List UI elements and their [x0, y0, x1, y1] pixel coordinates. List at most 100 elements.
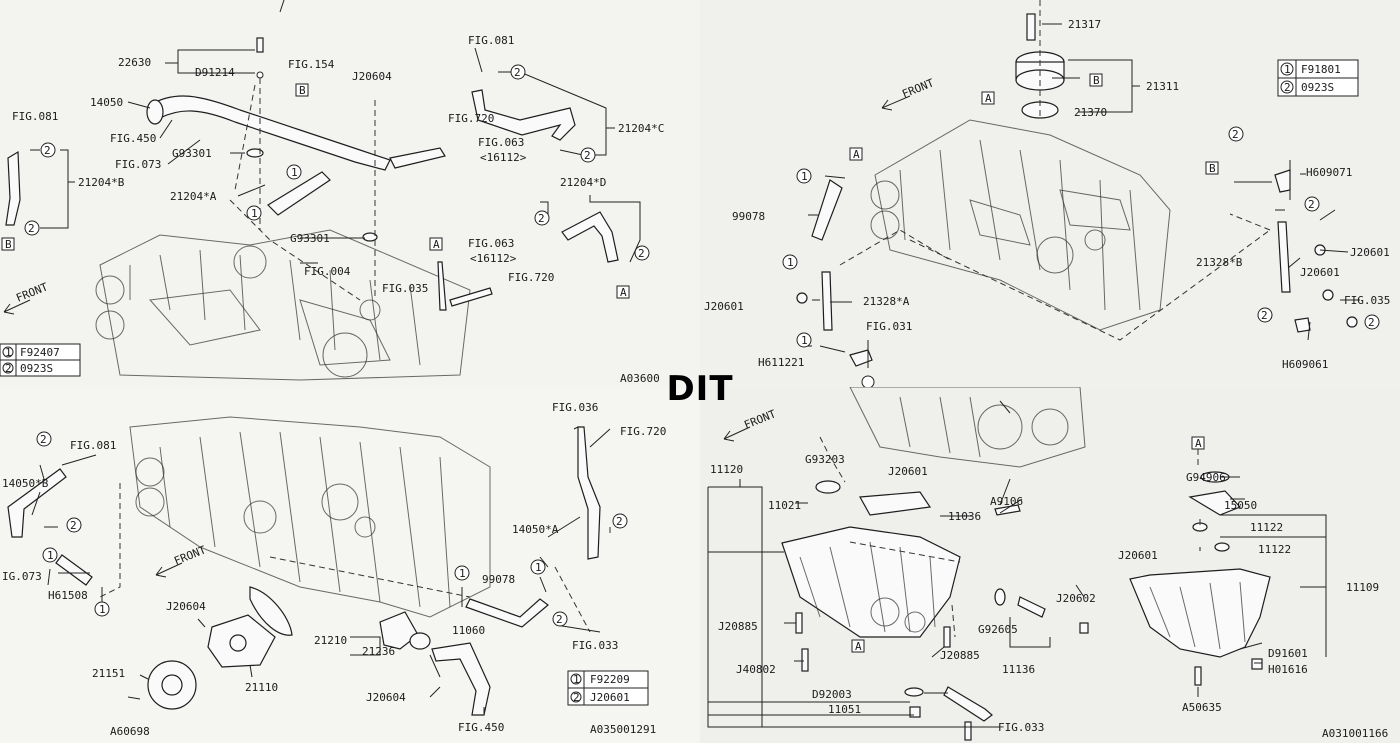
label-j20604: J20604 — [352, 70, 392, 83]
ref-label-b2: B — [5, 238, 12, 251]
label-j20601a: J20601 — [704, 300, 744, 313]
label-d91214: D91214 — [195, 66, 235, 79]
label-11120: 11120 — [710, 463, 743, 476]
label-fig081b: FIG.081 — [12, 110, 58, 123]
label-21370: 21370 — [1074, 106, 1107, 119]
legend-top-right: 1 F91801 2 0923S — [1277, 59, 1359, 97]
ref-label-a: A — [433, 238, 440, 251]
svg-text:2: 2 — [1261, 309, 1268, 322]
legend-code-2: 0923S — [1301, 81, 1334, 94]
label-h61508: H61508 — [48, 589, 88, 602]
label-11060: 11060 — [452, 624, 485, 637]
ref-label-b: B — [1093, 74, 1100, 87]
legend-num-2: 2 — [1284, 81, 1291, 94]
label-11021: 11021 — [768, 499, 801, 512]
leader-lines-top-right — [802, 0, 1360, 368]
label-fig073: FIG.073 — [115, 158, 161, 171]
label-fig450: FIG.450 — [110, 132, 156, 145]
label-j20604b: J20604 — [366, 691, 406, 704]
label-21210: 21210 — [314, 634, 347, 647]
label-fig081: FIG.081 — [70, 439, 116, 452]
ref-label-a: A — [985, 92, 992, 105]
label-22630: 22630 — [118, 56, 151, 69]
label-fig035: FIG.035 — [382, 282, 428, 295]
label-fig033: FIG.033 — [998, 721, 1044, 734]
panel-coolant-pipes-top-left: B A A B 2 2 2 2 1 1 2 2 22630 — [0, 0, 700, 387]
engine-block-sketch — [849, 387, 1086, 468]
engine-block-sketch — [129, 416, 491, 618]
label-a60698: A60698 — [110, 725, 150, 738]
label-fig720: FIG.720 — [620, 425, 666, 438]
label-11051: 11051 — [828, 703, 861, 716]
label-fig720a: FIG.720 — [448, 112, 494, 125]
svg-text:1: 1 — [801, 334, 808, 347]
coolant-pipe-sketches — [5, 37, 619, 311]
label-21204b: 21204*B — [78, 176, 125, 189]
label-21328a: 21328*A — [863, 295, 910, 308]
label-fig154: FIG.154 — [288, 58, 335, 71]
diagram-code-bottom-right: A031001166 — [1322, 727, 1388, 740]
label-h611221: H611221 — [758, 356, 804, 369]
label-g92605: G92605 — [978, 623, 1018, 636]
front-label-bottom-left: FRONT — [172, 543, 208, 568]
label-j20604a: J20604 — [166, 600, 206, 613]
label-j40802: J40802 — [736, 663, 776, 676]
label-fig063a: FIG.063 — [478, 136, 524, 149]
panel-cylinder-block-top-right: B A A B 1 1 1 2 2 2 2 21317 21311 21370 … — [700, 0, 1400, 387]
label-21204c: 21204*C — [618, 122, 664, 135]
label-21328b: 21328*B — [1196, 256, 1243, 269]
svg-text:2: 2 — [1232, 128, 1239, 141]
legend-code-1: F92209 — [590, 673, 630, 686]
engine-block-sketch — [95, 229, 471, 381]
svg-text:2: 2 — [556, 613, 563, 626]
ref-box-b2 — [1, 237, 15, 251]
ref-label-b2: B — [1209, 162, 1216, 175]
label-15050: 15050 — [1224, 499, 1257, 512]
legend-num-1: 1 — [5, 346, 12, 359]
label-14050a: 14050*A — [512, 523, 559, 536]
label-11122a: 11122 — [1250, 521, 1283, 534]
ref-box-a2 — [616, 285, 630, 299]
diagram-code-bottom-left: A035001291 — [590, 723, 656, 736]
label-14050b: 14050*B — [2, 477, 49, 490]
front-arrow-top-left: FRONT — [3, 280, 50, 315]
svg-text:2: 2 — [616, 515, 623, 528]
part-labels-top-right: 21317 21311 21370 99078 J20601 21328*A F… — [704, 18, 1390, 371]
legend-code-1: F92407 — [20, 346, 60, 359]
label-fig004: FIG.004 — [304, 265, 351, 278]
diagram-code-top-left: A03600 — [620, 372, 660, 385]
label-99078: 99078 — [482, 573, 515, 586]
label-21204d: 21204*D — [560, 176, 606, 189]
label-21317: 21317 — [1068, 18, 1101, 31]
svg-text:1: 1 — [291, 166, 298, 179]
svg-text:2: 2 — [538, 212, 545, 225]
label-14050: 14050 — [90, 96, 123, 109]
legend-bottom-left: 1 F92209 2 J20601 — [567, 670, 649, 706]
legend-num-2: 2 — [573, 691, 580, 704]
label-fig720b: FIG.720 — [508, 271, 554, 284]
label-fig031: FIG.031 — [866, 320, 912, 333]
label-fig036: FIG.036 — [552, 401, 598, 414]
reference-boxes-bottom-right: A A — [851, 436, 1205, 653]
label-a9106: A9106 — [990, 495, 1023, 508]
svg-text:2: 2 — [1308, 198, 1315, 211]
engine-block-sketch — [870, 119, 1171, 331]
svg-text:1: 1 — [251, 207, 258, 220]
label-g94906: G94906 — [1186, 471, 1226, 484]
ref-label-a: A — [1195, 437, 1202, 450]
svg-text:2: 2 — [70, 519, 77, 532]
ref-box-a — [429, 237, 443, 251]
label-h609071: H609071 — [1306, 166, 1352, 179]
label-11109: 11109 — [1346, 581, 1379, 594]
label-d91601: D91601 — [1268, 647, 1308, 660]
label-j20602: J20602 — [1056, 592, 1096, 605]
label-21110: 21110 — [245, 681, 278, 694]
label-g93203: G93203 — [805, 453, 845, 466]
front-label-bottom-right: FRONT — [742, 407, 778, 432]
svg-text:2: 2 — [44, 144, 51, 157]
front-arrow-bottom-left: FRONT — [155, 543, 208, 578]
part-sketches-bottom-left — [7, 426, 601, 716]
svg-text:1: 1 — [47, 549, 54, 562]
label-11036: 11036 — [948, 510, 981, 523]
